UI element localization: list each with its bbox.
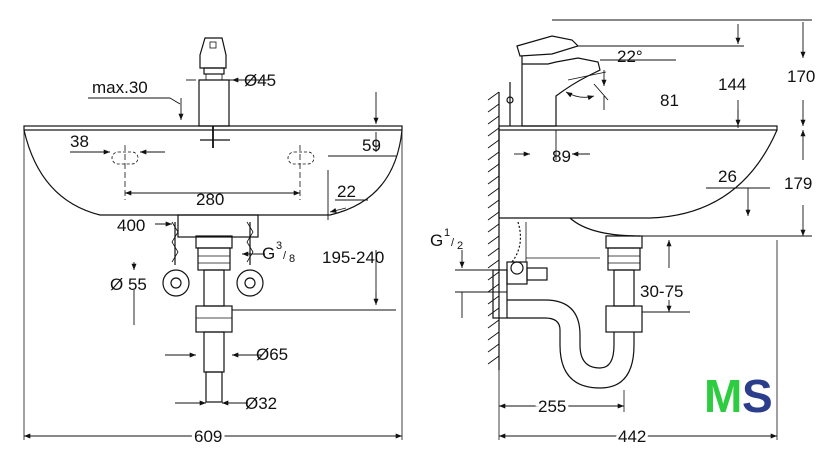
side-plumbing bbox=[492, 221, 643, 389]
label-195-240: 195-240 bbox=[322, 248, 384, 267]
svg-text:G: G bbox=[262, 244, 275, 263]
label-170: 170 bbox=[787, 67, 815, 86]
label-thread-3-8: G 3 / 8 bbox=[262, 240, 295, 265]
label-609: 609 bbox=[194, 427, 222, 446]
svg-text:/: / bbox=[451, 237, 455, 249]
ms-logo: M S bbox=[704, 370, 773, 422]
svg-text:G: G bbox=[430, 231, 443, 250]
front-labels: max.30 Ø45 38 59 280 22 400 G 3 / 8 195-… bbox=[70, 71, 384, 449]
label-angle22: 22° bbox=[617, 47, 643, 66]
label-59: 59 bbox=[362, 136, 381, 155]
logo-letter-s: S bbox=[742, 370, 773, 422]
label-30-75: 30-75 bbox=[640, 282, 683, 301]
svg-text:8: 8 bbox=[289, 253, 295, 265]
label-255: 255 bbox=[538, 397, 566, 416]
front-dimension-lines bbox=[24, 77, 402, 439]
svg-text:/: / bbox=[283, 250, 287, 262]
logo-letter-m: M bbox=[704, 370, 742, 422]
label-dia32: Ø32 bbox=[245, 394, 277, 413]
front-overflow-slots bbox=[111, 145, 315, 200]
front-basin bbox=[23, 125, 403, 440]
side-view: 22° 144 170 81 89 179 26 G 1 / 2 30-75 2… bbox=[430, 19, 815, 449]
label-dia65: Ø65 bbox=[256, 345, 288, 364]
label-442: 442 bbox=[618, 427, 646, 446]
label-179: 179 bbox=[784, 174, 812, 193]
label-26: 26 bbox=[718, 167, 737, 186]
label-dia45: Ø45 bbox=[244, 71, 276, 90]
side-wall bbox=[487, 91, 500, 370]
label-22: 22 bbox=[337, 182, 356, 201]
side-dimension-lines bbox=[455, 19, 812, 440]
front-plumbing bbox=[162, 214, 264, 403]
svg-text:3: 3 bbox=[276, 240, 282, 252]
label-89: 89 bbox=[552, 147, 571, 166]
label-dia55: Ø 55 bbox=[110, 275, 147, 294]
label-144: 144 bbox=[718, 75, 746, 94]
label-38: 38 bbox=[70, 132, 89, 151]
label-thread-1-2: G 1 / 2 bbox=[430, 227, 463, 252]
svg-text:1: 1 bbox=[444, 227, 450, 239]
side-faucet bbox=[506, 35, 607, 127]
side-labels: 22° 144 170 81 89 179 26 G 1 / 2 30-75 2… bbox=[430, 47, 815, 449]
front-faucet bbox=[198, 37, 230, 148]
label-max30: max.30 bbox=[92, 78, 148, 97]
label-400: 400 bbox=[117, 216, 145, 235]
label-81: 81 bbox=[660, 91, 679, 110]
front-view: max.30 Ø45 38 59 280 22 400 G 3 / 8 195-… bbox=[23, 37, 403, 449]
label-280: 280 bbox=[196, 190, 224, 209]
svg-text:2: 2 bbox=[457, 240, 463, 252]
